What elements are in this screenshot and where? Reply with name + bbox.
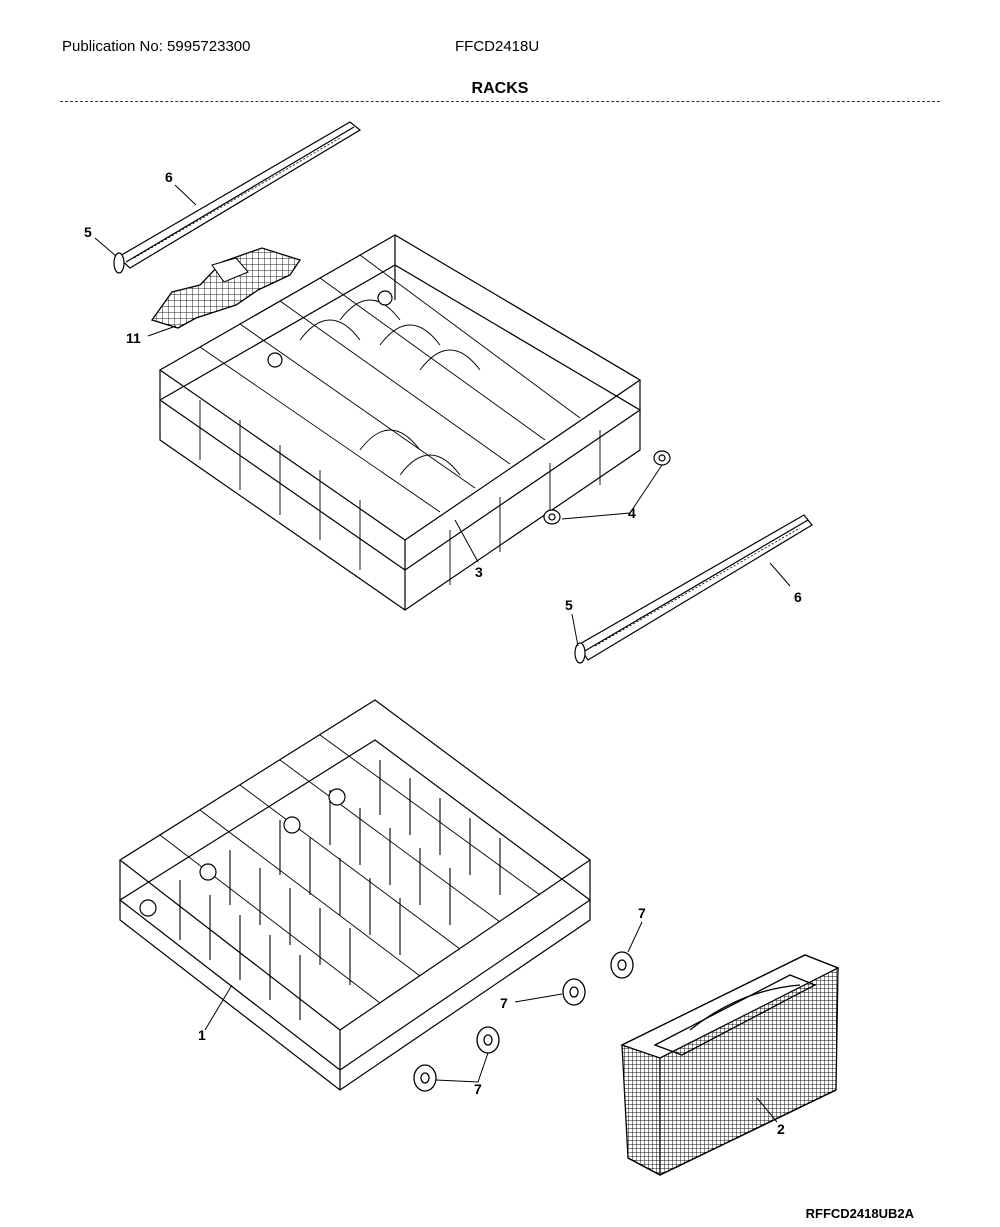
callout-4: 4	[628, 505, 636, 521]
lower-rack-wheel-4	[413, 1064, 437, 1092]
callout-7-c: 7	[474, 1081, 482, 1097]
model-number: FFCD2418U	[455, 38, 540, 55]
upper-rack-wheel-1	[653, 450, 671, 466]
callout-11: 11	[126, 330, 141, 346]
rail-end-cap-right	[574, 642, 586, 664]
upper-rack-rail-top	[116, 121, 362, 269]
upper-rack-wheel-2	[543, 509, 561, 525]
silverware-basket	[620, 954, 840, 1176]
lower-rack-wheel-1	[610, 951, 634, 979]
lower-rack	[118, 699, 592, 1091]
callout-1: 1	[198, 1027, 206, 1043]
callout-7-a: 7	[638, 905, 646, 921]
callout-5-top: 5	[84, 224, 92, 240]
section-title: RACKS	[471, 80, 529, 97]
upper-rack-rail-right	[577, 514, 813, 661]
lower-rack-wheel-3	[476, 1026, 500, 1054]
callout-6-top: 6	[165, 169, 173, 185]
callout-5-right: 5	[565, 597, 573, 613]
callout-7-b: 7	[500, 995, 508, 1011]
callout-6-right: 6	[794, 589, 802, 605]
callout-2: 2	[777, 1121, 785, 1137]
header-divider	[60, 101, 940, 102]
cup-shelf-insert	[150, 247, 302, 329]
leader-lines	[94, 184, 791, 1123]
upper-rack	[158, 234, 642, 611]
callout-3: 3	[475, 564, 483, 580]
rail-end-cap-top	[113, 252, 125, 274]
publication-number: Publication No: 5995723300	[62, 38, 251, 55]
diagram-code: RFFCD2418UB2A	[805, 1206, 914, 1221]
lower-rack-wheel-2	[562, 978, 586, 1006]
